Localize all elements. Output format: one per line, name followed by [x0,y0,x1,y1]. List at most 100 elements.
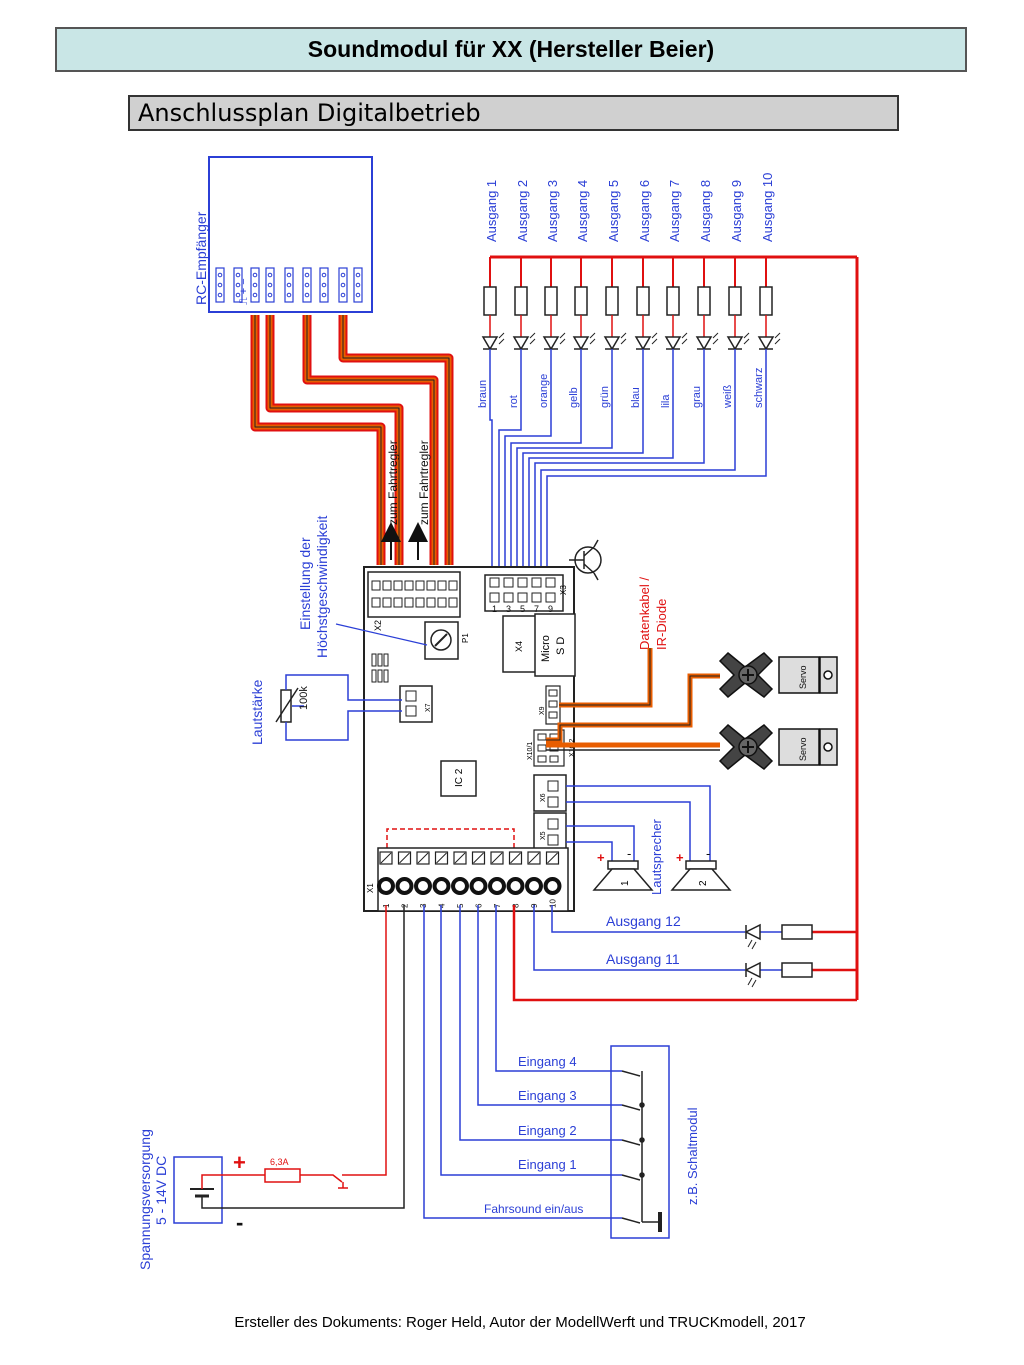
x1-terminal [432,877,451,895]
output-led [726,336,744,351]
speaker-wires [566,785,711,862]
output-led [695,336,713,351]
output-resistor [605,286,619,316]
x1-pin-number: 2 [401,903,410,908]
rc-receiver-pin [319,267,329,303]
wire-color-label: weiß [722,384,734,409]
to-controller-label-1: zum Fahrtregler [386,440,400,525]
output-led [634,336,652,351]
output-label: Ausgang 8 [698,180,713,242]
output-led [664,336,682,351]
supply-plus: + [233,1150,246,1175]
x1-terminal [469,877,488,895]
volume-label: Lautstärke [249,679,265,745]
input-wiring [423,905,622,1219]
output-resistor [636,286,650,316]
input-2-label: Eingang 2 [518,1123,577,1138]
x4-label: X4 [514,641,524,652]
datacable-label-1: Datenkabel / [637,577,652,650]
sd-label: S D [555,637,567,655]
speaker-1 [592,860,654,891]
plan-title: Anschlussplan Digitalbetrieb [128,95,899,131]
receiver-cables [250,315,454,565]
x1-terminal [506,877,525,895]
wire-color-label: braun [477,380,489,408]
speaker-2-plus: + [676,850,684,865]
x3-label: X3 [559,585,568,595]
x1-terminal [488,877,506,895]
output-led [481,336,499,351]
speaker-1-number: 1 [620,880,631,886]
output-led [603,336,621,351]
servo-1: Servo [718,651,838,699]
output-led [512,336,530,351]
rc-receiver-pin [284,267,294,303]
output-resistor [728,286,742,316]
output-led [572,336,590,351]
wire-color-label: gelb [568,387,580,408]
speaker-2-minus: - [706,846,710,861]
transistor-symbol [569,539,602,581]
output-resistor [514,286,528,316]
speaker-2 [670,860,732,891]
x3-pin-number: 3 [506,604,511,614]
x3-pin-number: 5 [520,604,525,614]
x1-pin-number: 6 [475,903,484,908]
rc-receiver-pin [302,267,312,303]
rc-receiver-pin [353,267,363,303]
p1-label: P1 [461,633,470,643]
output-resistor [483,286,497,316]
document-footer: Ersteller des Dokuments: Roger Held, Aut… [234,1314,806,1331]
input-3-label: Eingang 3 [518,1088,577,1103]
x1-pin-number: 10 [549,899,558,908]
wire-color-label: grau [691,386,703,408]
servo-label: Servo [798,665,808,689]
datacable-label-2: IR-Diode [654,599,669,650]
switch-module-contacts [621,1070,662,1232]
rc-receiver-pin [338,267,348,303]
speaker-1-plus: + [597,850,605,865]
output-label: Ausgang 4 [575,180,590,242]
wire-color-label: schwarz [753,368,765,408]
x7-label: X7 [425,703,432,712]
x6-label: X6 [540,793,547,802]
x10-1-label: X10/1 [527,742,534,760]
x2-label: X2 [373,620,383,631]
output-label: Ausgang 6 [637,180,652,242]
servo-2: Servo [718,723,838,771]
x1-terminal [525,877,543,895]
output-11-12-wiring [512,905,857,1002]
output-label: Ausgang 9 [729,180,744,242]
output-label: Ausgang 3 [545,180,560,242]
output-resistor [759,286,773,316]
pot-value-label: 100k [298,686,310,710]
x3-pin-number: 7 [534,604,539,614]
servo-label: Servo [798,737,808,761]
speed-setting-label-1: Einstellung der [297,537,313,630]
output-resistor [574,286,588,316]
x1-terminal [395,877,414,895]
speaker-2-number: 2 [698,880,709,886]
x1-label: X1 [366,883,375,893]
x3-pin-number: 9 [548,604,553,614]
supply-label-1: Spannungsversorgung [137,1129,153,1270]
rc-receiver-pin-legend: ⎍ + − [238,278,250,305]
output-12-label: Ausgang 12 [606,913,681,929]
switch-module-box [610,1045,670,1239]
input-1-label: Eingang 1 [518,1157,577,1172]
output-label: Ausgang 10 [760,173,775,242]
fuse-label: 6,3A [270,1157,289,1167]
output-label: Ausgang 5 [606,180,621,242]
volume-potentiometer: Lautstärke 100k [249,674,402,745]
power-supply [173,905,405,1224]
output-resistor [666,286,680,316]
output-led [542,336,560,351]
drive-sound-label: Fahrsound ein/aus [484,1202,583,1216]
speaker-label: Lautsprecher [649,818,664,895]
output-label: Ausgang 1 [484,180,499,242]
x3-pin-number: 1 [492,604,497,614]
rc-receiver-pin [215,267,225,303]
output-led [757,336,775,351]
